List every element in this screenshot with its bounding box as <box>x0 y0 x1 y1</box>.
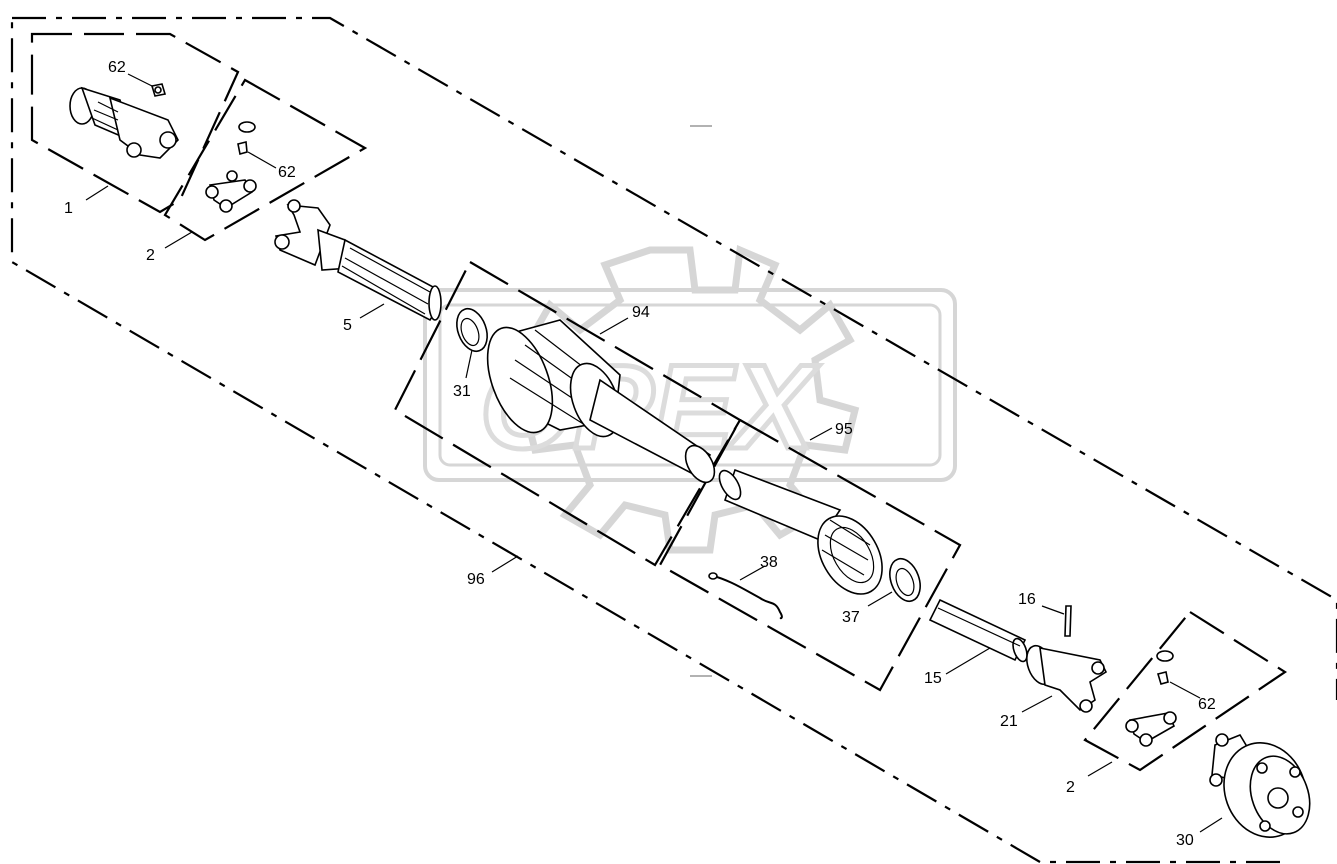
callout-labels: 1 2 5 31 62 62 94 95 96 38 37 16 15 21 6… <box>64 59 1216 849</box>
part-31-bearing-ring <box>456 307 488 353</box>
callout-37: 37 <box>842 609 860 626</box>
callout-62-top: 62 <box>108 59 126 76</box>
part-2-cross-kit-lower <box>1125 650 1177 747</box>
callout-30: 30 <box>1176 832 1194 849</box>
leader-lines <box>85 73 1223 833</box>
frame-assembly-96 <box>10 16 1337 864</box>
frame-group-95 <box>658 418 962 692</box>
part-38-safety-chain <box>708 572 783 620</box>
callout-31: 31 <box>453 383 471 400</box>
part-37-bearing-ring <box>889 557 921 603</box>
callout-94: 94 <box>632 304 650 321</box>
callout-96: 96 <box>467 571 485 588</box>
callout-62-lower: 62 <box>1198 696 1216 713</box>
part-94-guard-half-outer <box>486 319 716 484</box>
part-21-inner-yoke <box>1026 644 1108 713</box>
callout-5: 5 <box>343 317 352 334</box>
callout-16: 16 <box>1018 591 1036 608</box>
callout-2-upper: 2 <box>146 247 155 264</box>
part-95-guard-half-inner <box>718 468 883 595</box>
part-1-wide-angle-joint <box>69 86 179 159</box>
part-30-overload-clutch <box>1209 733 1311 838</box>
part-15-inner-profile-tube <box>928 598 1028 663</box>
callout-62-upper: 62 <box>278 164 296 181</box>
frame-group-94 <box>393 260 742 567</box>
callout-95: 95 <box>835 421 853 438</box>
part-5-yoke-shaft <box>274 199 442 322</box>
callout-21: 21 <box>1000 713 1018 730</box>
part-62-grease-nipple-top <box>150 83 167 97</box>
frame-group-2-upper <box>163 78 368 242</box>
frame-group-1 <box>30 32 240 214</box>
callout-15: 15 <box>924 670 942 687</box>
part-2-cross-kit-upper <box>205 121 257 213</box>
frame-group-2-lower <box>1083 610 1288 772</box>
callout-2-lower: 2 <box>1066 779 1075 796</box>
callout-1: 1 <box>64 200 73 217</box>
part-16-spring-pin <box>1064 605 1072 637</box>
callout-38: 38 <box>760 554 778 571</box>
